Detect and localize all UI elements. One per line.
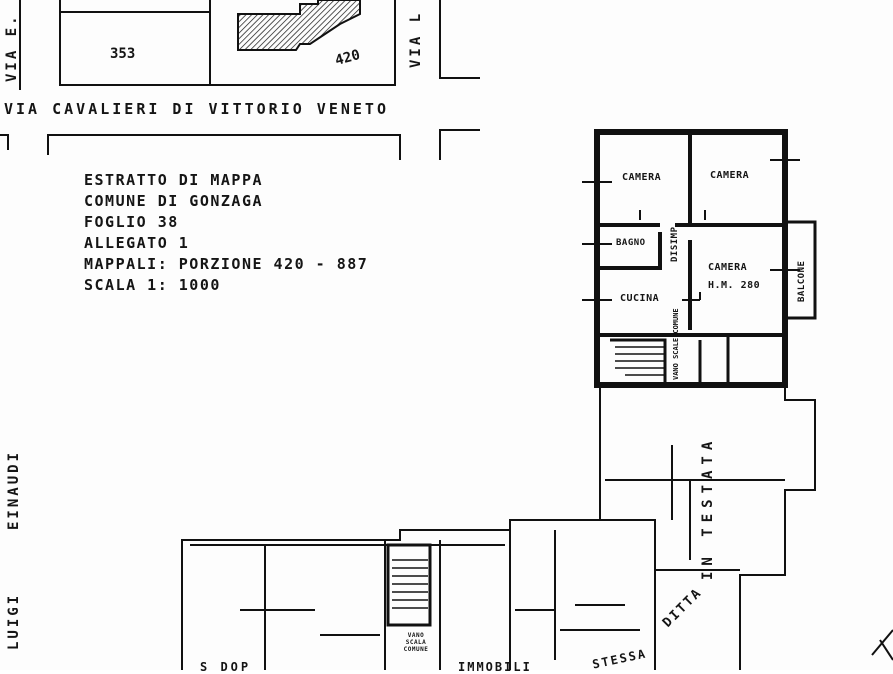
note-scala: SCALA 1: 1000 bbox=[84, 276, 221, 294]
road-line bbox=[0, 129, 480, 160]
room-cucina: CUCINA bbox=[620, 293, 660, 304]
room-vano-scale: VANO SCALE COMUNE bbox=[672, 308, 680, 380]
street-label-via-l: VIA L bbox=[408, 10, 424, 68]
note-foglio: FOGLIO 38 bbox=[84, 213, 179, 231]
stair-treads bbox=[615, 346, 665, 376]
note-mappali: MAPPALI: PORZIONE 420 - 887 bbox=[84, 255, 369, 273]
room-vano-scala-bottom: VANO SCALA COMUNE bbox=[403, 632, 429, 653]
stamp-fragment bbox=[871, 629, 893, 661]
map-block-left bbox=[19, 0, 211, 90]
annotation-immobili: IMMOBILI bbox=[458, 660, 532, 674]
parcel-420-building bbox=[237, 0, 361, 51]
map-block-center bbox=[209, 0, 396, 86]
room-balcone: BALCONE bbox=[797, 260, 807, 302]
room-camera-2: CAMERA bbox=[710, 170, 750, 181]
annotation-bottom-left: S DOP bbox=[200, 660, 252, 674]
street-label-luigi: LUIGI bbox=[6, 592, 22, 650]
map-block-right bbox=[439, 0, 480, 79]
interior-wall-h2 bbox=[597, 232, 662, 270]
stair-box bbox=[610, 335, 730, 385]
street-label-via-e: VIA E. bbox=[4, 13, 20, 82]
parcel-label-353: 353 bbox=[110, 46, 136, 62]
lower-building-right-wing bbox=[181, 385, 601, 670]
street-label-main: VIA CAVALIERI DI VITTORIO VENETO bbox=[4, 100, 389, 118]
note-allegato: ALLEGATO 1 bbox=[84, 234, 190, 252]
room-bagno: BAGNO bbox=[616, 238, 646, 248]
room-camera-1: CAMERA bbox=[622, 172, 662, 183]
note-comune: COMUNE DI GONZAGA bbox=[84, 192, 264, 210]
room-disimp: DISIMP. bbox=[670, 220, 680, 262]
room-camera-3: CAMERA bbox=[708, 262, 748, 273]
annotation-in-testata: IN TESTATA bbox=[700, 435, 716, 580]
lower-stair bbox=[386, 543, 432, 627]
street-label-einaudi: EINAUDI bbox=[6, 449, 22, 530]
lower-building-east bbox=[739, 385, 816, 670]
note-title: ESTRATTO DI MAPPA bbox=[84, 171, 264, 189]
map-extract-note: ESTRATTO DI MAPPA COMUNE DI GONZAGA FOGL… bbox=[84, 170, 368, 296]
room-height: H.M. 280 bbox=[708, 280, 761, 291]
balcony-outline bbox=[785, 220, 817, 320]
